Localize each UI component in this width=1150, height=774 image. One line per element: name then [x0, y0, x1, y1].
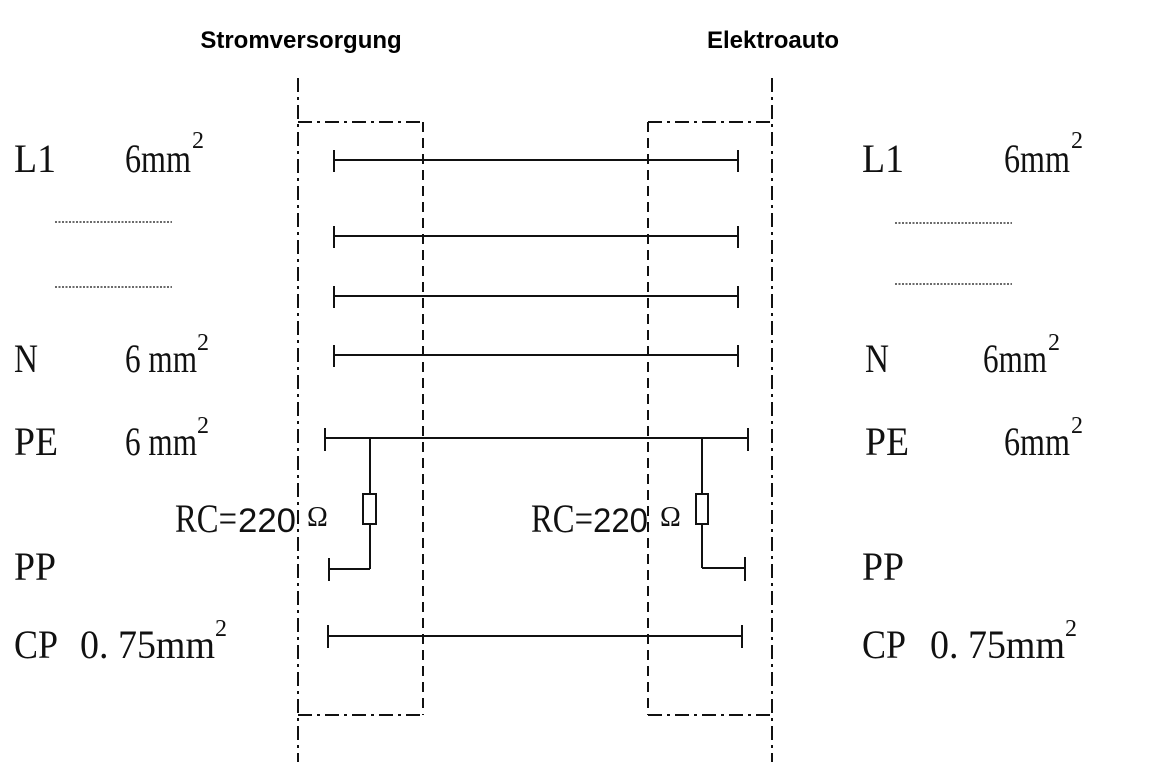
svg-text:RC=: RC= — [531, 496, 593, 541]
svg-text:CP: CP — [14, 622, 58, 667]
svg-text:PP: PP — [14, 544, 56, 589]
wire-cp — [327, 625, 743, 648]
svg-text:L1: L1 — [862, 136, 904, 181]
svg-text:2: 2 — [197, 330, 209, 356]
wire-l1 — [333, 150, 739, 172]
svg-text:N: N — [14, 336, 38, 381]
svg-text:6mm: 6mm — [125, 136, 191, 181]
svg-text:L1: L1 — [14, 136, 56, 181]
right-resistor-branch — [695, 438, 746, 581]
wire-l3 — [333, 286, 739, 308]
svg-text:2: 2 — [215, 616, 227, 642]
svg-text:PE: PE — [865, 419, 909, 464]
svg-text:2: 2 — [1065, 616, 1077, 642]
left-connector-box — [298, 121, 424, 716]
wire-pe — [324, 428, 749, 451]
header-power-supply: Stromversorgung — [200, 27, 401, 54]
svg-text:Ω: Ω — [660, 502, 681, 533]
svg-text:6 mm: 6 mm — [125, 336, 197, 381]
svg-text:2: 2 — [1071, 413, 1083, 439]
svg-text:220: 220 — [238, 502, 296, 540]
svg-text:6mm: 6mm — [1004, 136, 1070, 181]
svg-text:6 mm: 6 mm — [125, 419, 197, 464]
svg-text:2: 2 — [1071, 128, 1083, 154]
svg-text:0. 75mm: 0. 75mm — [930, 622, 1065, 667]
svg-text:PE: PE — [14, 419, 58, 464]
wire-l2 — [333, 226, 739, 248]
svg-text:N: N — [865, 336, 889, 381]
svg-text:0. 75mm: 0. 75mm — [80, 622, 215, 667]
svg-text:220: 220 — [593, 502, 648, 540]
svg-text:RC=: RC= — [175, 496, 237, 541]
resistor-icon — [362, 493, 377, 525]
svg-text:2: 2 — [1048, 330, 1060, 356]
svg-text:Ω: Ω — [307, 502, 328, 533]
svg-text:6mm: 6mm — [1004, 419, 1070, 464]
svg-text:CP: CP — [862, 622, 906, 667]
svg-text:6mm: 6mm — [983, 336, 1047, 381]
left-rc-label: RC= 220 Ω — [175, 496, 328, 541]
right-labels: L1 6mm 2 N 6mm 2 PE 6mm 2 PP CP 0. 75mm … — [862, 128, 1083, 667]
right-rc-label: RC= 220 Ω — [531, 496, 681, 541]
left-labels: L1 6mm 2 N 6 mm 2 PE 6 mm 2 PP CP 0. 75m… — [14, 128, 227, 667]
svg-text:PP: PP — [862, 544, 904, 589]
svg-text:2: 2 — [192, 128, 204, 154]
resistor-icon — [695, 493, 709, 525]
right-connector-box — [647, 121, 772, 716]
left-resistor-branch — [328, 438, 377, 581]
svg-text:2: 2 — [197, 413, 209, 439]
wire-n — [333, 345, 739, 367]
header-electric-car: Elektroauto — [707, 27, 839, 54]
